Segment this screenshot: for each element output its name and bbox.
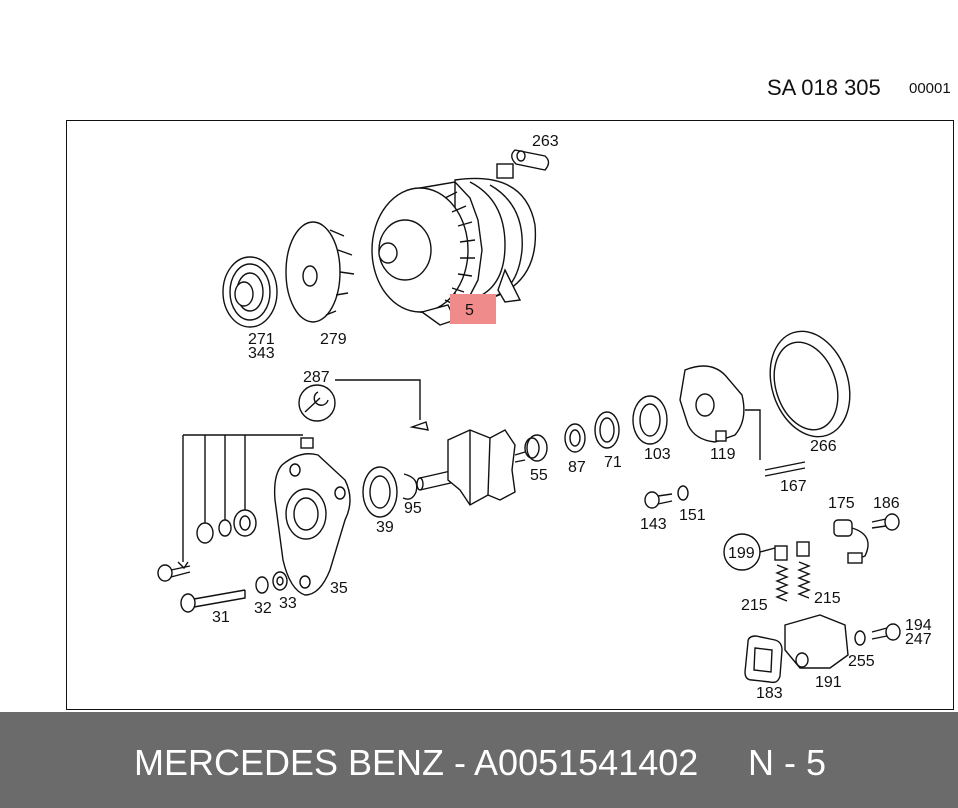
callout-215-right[interactable]: 215 — [814, 590, 841, 607]
position-code: N - 5 — [748, 742, 827, 783]
circle-callout-199 — [723, 533, 776, 571]
callout-255[interactable]: 255 — [848, 653, 875, 670]
ring-part-71[interactable] — [594, 411, 620, 449]
diagram-subcode: 00001 — [909, 80, 951, 97]
circlip-part-95[interactable] — [402, 473, 418, 500]
bolt-part-31[interactable] — [180, 589, 246, 613]
callout-271[interactable]: 271 — [248, 331, 275, 348]
washer-part-255[interactable] — [854, 630, 866, 646]
callout-103[interactable]: 103 — [644, 446, 671, 463]
callout-167[interactable]: 167 — [780, 478, 807, 495]
callout-32[interactable]: 32 — [254, 600, 272, 617]
callout-263[interactable]: 263 — [532, 133, 559, 150]
callout-119[interactable]: 119 — [710, 446, 736, 463]
bearing-part-103[interactable] — [632, 395, 668, 445]
ring-part-87[interactable] — [564, 423, 586, 453]
callout-39[interactable]: 39 — [376, 519, 394, 536]
footer-bar: MERCEDES BENZ - A0051541402 N - 5 — [0, 712, 958, 808]
diagram-frame — [66, 120, 954, 710]
callout-194[interactable]: 194 — [905, 617, 932, 634]
bearing-part-39[interactable] — [362, 466, 398, 518]
callout-55[interactable]: 55 — [530, 467, 548, 484]
callout-143[interactable]: 143 — [640, 516, 667, 533]
screw-part[interactable] — [157, 564, 191, 582]
diagram-code: SA 018 305 — [767, 75, 881, 100]
callout-287[interactable]: 287 — [303, 369, 330, 386]
brush-springs[interactable] — [774, 541, 811, 602]
callout-71[interactable]: 71 — [604, 454, 622, 471]
screw-part-194[interactable] — [871, 623, 901, 641]
washer-parts[interactable] — [255, 571, 288, 594]
screw-part-186[interactable] — [871, 513, 900, 531]
callout-151[interactable]: 151 — [679, 507, 706, 524]
screw-part-143[interactable] — [644, 491, 673, 509]
washer-part-151[interactable] — [677, 485, 689, 501]
rotor-part[interactable] — [416, 429, 526, 506]
callout-191[interactable]: 191 — [815, 674, 842, 691]
callout-247[interactable]: 247 — [905, 631, 932, 648]
callout-279[interactable]: 279 — [320, 331, 347, 348]
callout-35[interactable]: 35 — [330, 580, 348, 597]
alternator-assembly[interactable] — [371, 163, 537, 326]
callout-343[interactable]: 343 — [248, 345, 275, 362]
callout-5[interactable]: 5 — [465, 302, 474, 319]
callout-215-left[interactable]: 215 — [741, 597, 768, 614]
ring-part-55[interactable] — [524, 434, 548, 462]
slip-ring-housing[interactable] — [679, 365, 745, 443]
callout-87[interactable]: 87 — [568, 459, 586, 476]
capacitor-part-175[interactable] — [833, 519, 869, 564]
gasket-part[interactable] — [744, 635, 783, 684]
regulator-part[interactable] — [784, 614, 849, 669]
pulley-part[interactable] — [222, 256, 278, 328]
callout-95[interactable]: 95 — [404, 500, 422, 517]
callout-175[interactable]: 175 — [828, 495, 855, 512]
callout-33[interactable]: 33 — [279, 595, 297, 612]
nut-parts[interactable] — [196, 509, 257, 544]
callout-186[interactable]: 186 — [873, 495, 900, 512]
highlight-part-5 — [450, 294, 496, 324]
callout-183[interactable]: 183 — [756, 685, 783, 702]
exploded-parts-diagram: 263 5 271 343 279 287 266 119 103 71 87 … — [157, 133, 932, 702]
rear-cover[interactable] — [757, 321, 863, 447]
stud-part-167[interactable] — [745, 409, 806, 477]
fan-part[interactable] — [285, 221, 355, 323]
bracket-part-263[interactable] — [511, 149, 550, 171]
part-number-title: MERCEDES BENZ - A0051541402 — [134, 742, 699, 783]
callout-199[interactable]: 199 — [728, 545, 755, 562]
wrench-icon — [298, 384, 336, 422]
drive-end-housing[interactable] — [273, 437, 351, 596]
callout-31[interactable]: 31 — [212, 609, 230, 626]
callout-266[interactable]: 266 — [810, 438, 837, 455]
